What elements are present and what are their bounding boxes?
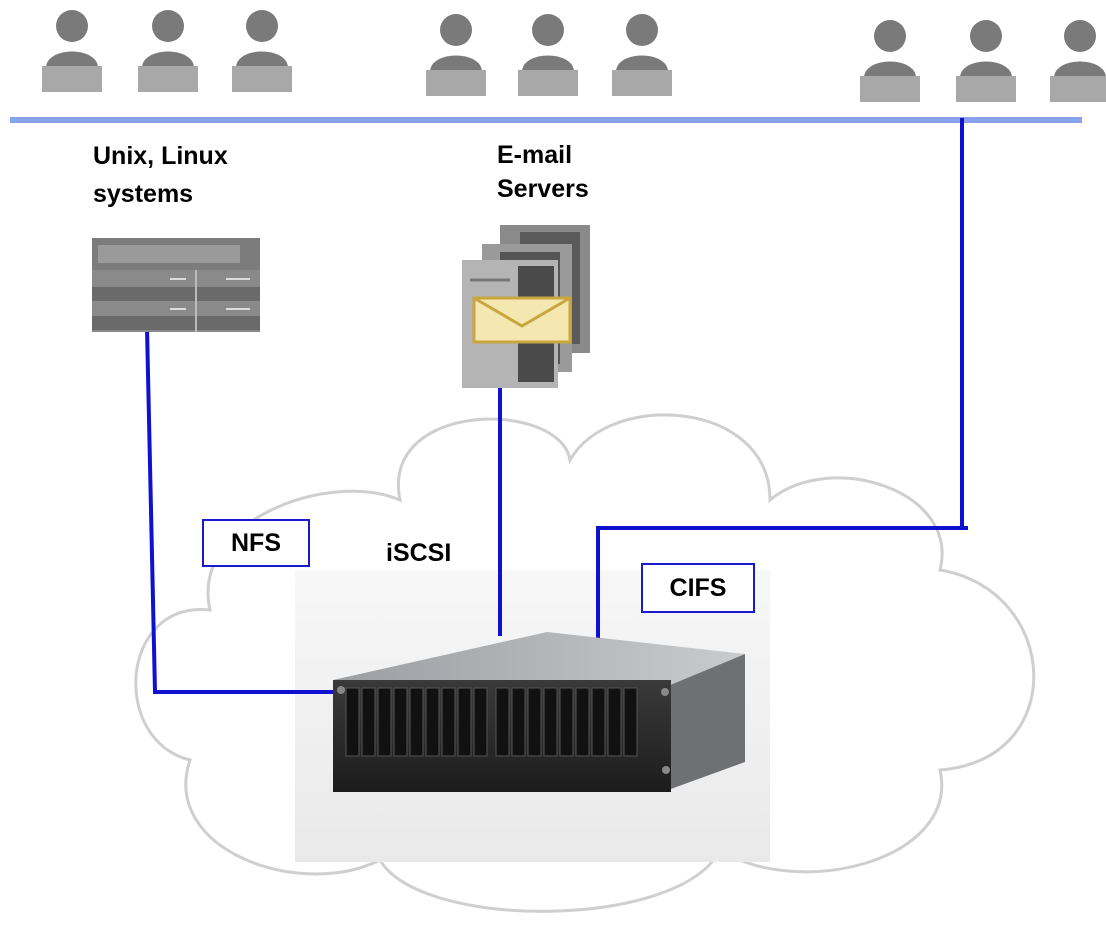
user-group-middle bbox=[426, 14, 672, 96]
email-servers-label-line1: E-mail bbox=[497, 141, 573, 169]
user-icon bbox=[138, 10, 198, 92]
nfs-connection-line bbox=[145, 327, 335, 694]
drive-bays bbox=[345, 687, 638, 757]
iscsi-label: iSCSI bbox=[386, 539, 452, 567]
user-group-left bbox=[42, 10, 292, 92]
user-icon bbox=[860, 20, 920, 102]
user-icon bbox=[518, 14, 578, 96]
storage-array-icon bbox=[333, 632, 745, 792]
user-group-right bbox=[860, 20, 1106, 102]
user-icon bbox=[612, 14, 672, 96]
email-servers-label-line2: Servers bbox=[497, 175, 589, 203]
rack-server-icon bbox=[92, 238, 260, 332]
envelope-icon bbox=[472, 296, 572, 344]
cifs-connection-line bbox=[596, 526, 968, 640]
unix-linux-label-line1: Unix, Linux bbox=[93, 142, 228, 170]
user-icon bbox=[426, 14, 486, 96]
connection-lines bbox=[145, 118, 968, 694]
user-icon bbox=[232, 10, 292, 92]
email-server-icon bbox=[462, 225, 590, 388]
user-icon bbox=[42, 10, 102, 92]
user-icon bbox=[956, 20, 1016, 102]
unix-linux-label-line2: systems bbox=[93, 180, 194, 208]
nfs-label: NFS bbox=[202, 519, 310, 567]
cifs-label: CIFS bbox=[641, 563, 755, 613]
user-icon bbox=[1050, 20, 1106, 102]
